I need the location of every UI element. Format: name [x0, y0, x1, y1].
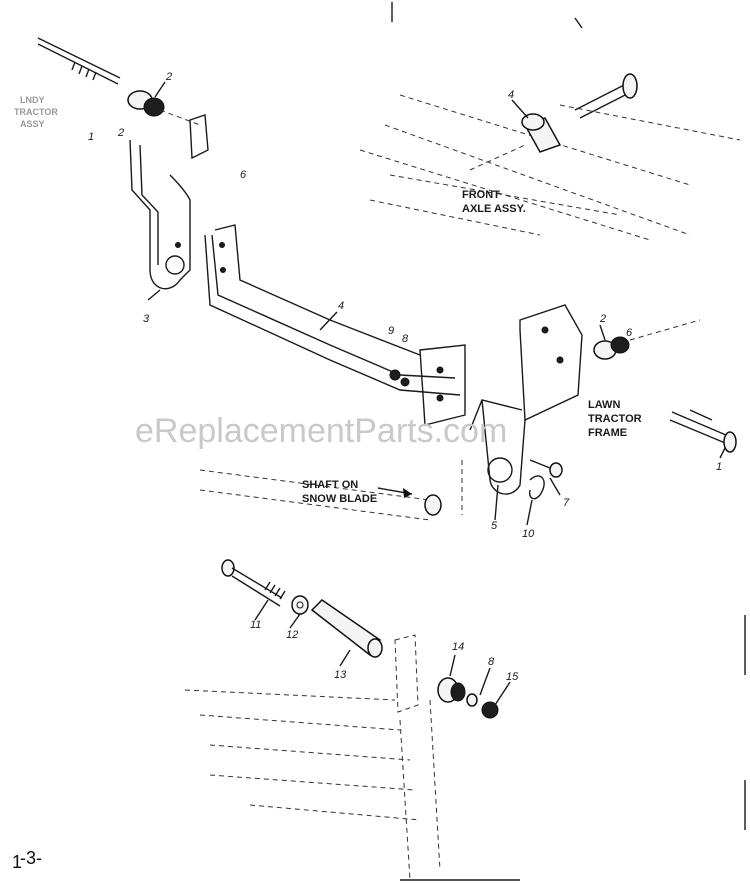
callout-8-bar: 8: [402, 333, 409, 345]
bolt-top-left: [37, 37, 121, 85]
spacer-top-left: [127, 90, 201, 126]
callout-14: 14: [452, 641, 464, 653]
callout-6-right: 6: [626, 327, 633, 339]
faint-left-line2: TRACTOR: [14, 107, 58, 117]
clip-pin: [528, 475, 545, 500]
callout-12: 12: [286, 629, 298, 641]
lawn-tractor-line2: TRACTOR: [588, 413, 642, 425]
lawn-tractor-line3: FRAME: [588, 427, 627, 439]
front-axle-spacer: [469, 73, 638, 171]
callout-9: 9: [388, 325, 394, 337]
lower-bolt: [221, 559, 283, 607]
callout-6-left: 6: [240, 169, 247, 181]
lower-bushing: [437, 677, 499, 719]
right-bracket: [469, 304, 583, 495]
leader-lines: [147, 81, 726, 706]
callout-4-axle: 4: [508, 89, 514, 101]
front-axle-label: FRONT AXLE ASSY.: [462, 189, 526, 215]
lower-spring: [264, 581, 286, 600]
callout-1-right: 1: [716, 461, 722, 473]
callouts: 1 2 2 3 4 4 5 6 7 8 9 10 11 12 13 14 15 …: [88, 71, 722, 683]
watermark: eReplacementParts.com: [135, 412, 507, 450]
callout-8-lower: 8: [488, 656, 495, 668]
callout-4-bar: 4: [338, 300, 344, 312]
front-axle-line2: AXLE ASSY.: [462, 203, 526, 215]
callout-13: 13: [334, 669, 347, 681]
right-spacer: [593, 319, 701, 360]
scan-artifacts: [391, 2, 746, 881]
faint-left-line1: LNDY: [20, 95, 45, 105]
shaft-label-line1: SHAFT ON: [302, 479, 358, 491]
callout-7: 7: [563, 497, 570, 509]
left-bracket: [129, 114, 209, 290]
callout-11: 11: [250, 619, 261, 631]
callout-2-top: 2: [165, 71, 172, 83]
callout-1-left: 1: [88, 131, 94, 143]
shaft-arrow: [377, 487, 413, 498]
shaft-on-snow-blade-label: SHAFT ON SNOW BLADE: [302, 479, 377, 505]
faint-left-label: LNDY TRACTOR ASSY: [14, 95, 58, 129]
lawn-tractor-frame-label: LAWN TRACTOR FRAME: [588, 399, 642, 439]
hitch-bar: [204, 224, 466, 426]
page-number-prefix: 1: [12, 852, 22, 872]
callout-3: 3: [143, 313, 150, 325]
faint-left-line3: ASSY: [20, 119, 45, 129]
bolt-right: [669, 409, 737, 453]
front-axle-line1: FRONT: [462, 189, 500, 201]
lower-plate: [184, 634, 441, 881]
page-number: -3-: [20, 848, 42, 868]
callout-2-left: 2: [117, 127, 124, 139]
lower-washer: [291, 595, 309, 615]
callout-15: 15: [506, 671, 519, 683]
snow-blade-shaft: [199, 460, 463, 521]
shaft-label-line2: SNOW BLADE: [302, 493, 377, 505]
bolt-7: [529, 459, 563, 478]
front-axle-outline: [359, 94, 741, 241]
callout-10: 10: [522, 528, 535, 540]
callout-5: 5: [491, 520, 498, 532]
lower-sleeve: [310, 599, 383, 658]
callout-2-right: 2: [599, 313, 606, 325]
lawn-tractor-line1: LAWN: [588, 399, 620, 411]
